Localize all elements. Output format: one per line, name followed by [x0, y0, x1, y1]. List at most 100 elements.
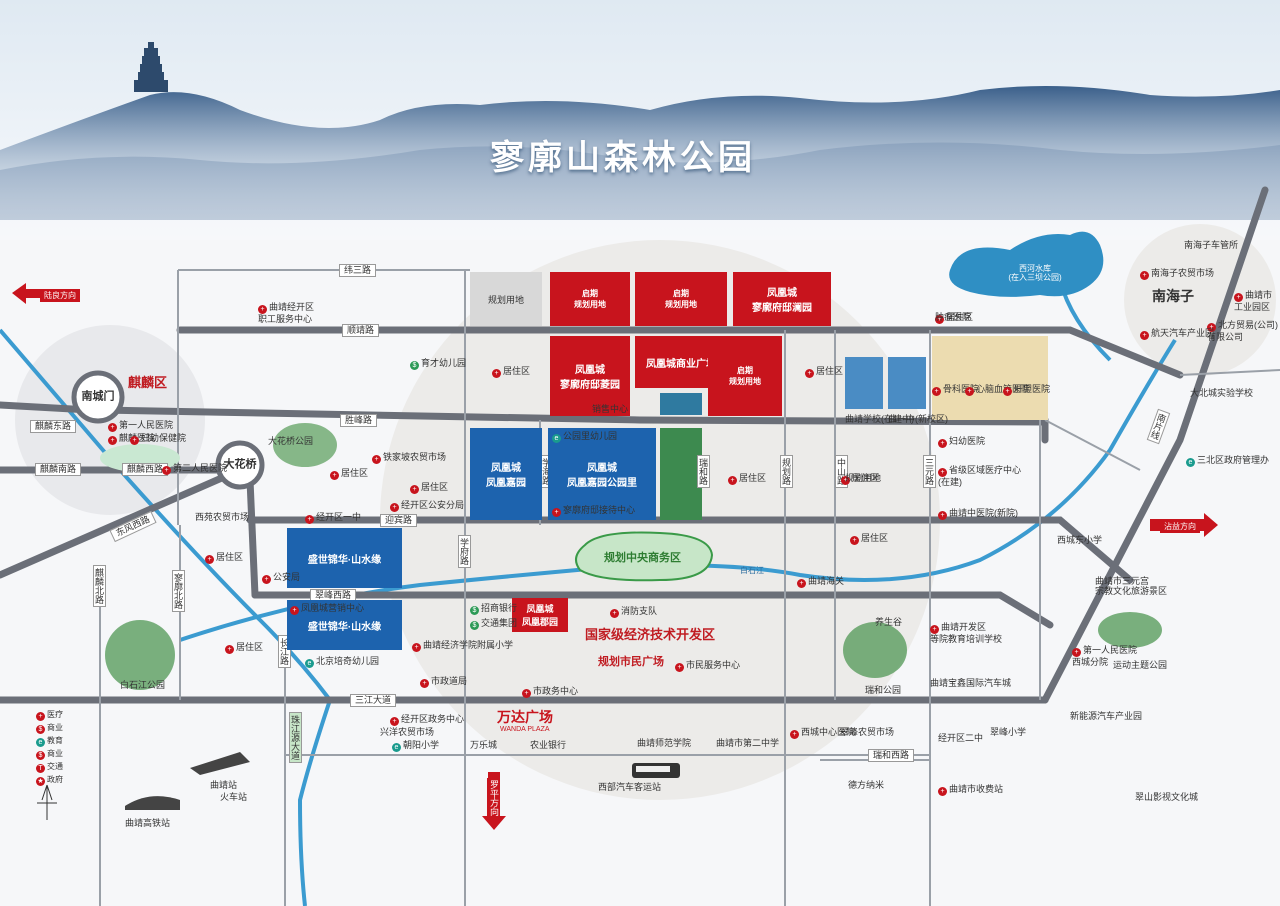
block-sssh-2[interactable]: 盛世锦华·山水缘	[287, 600, 402, 650]
place-label[interactable]: +曲靖开发区 等院教育培训学校	[930, 622, 1002, 644]
place-label[interactable]: +第二人民医院	[162, 463, 227, 475]
place-label[interactable]: +曲靖市工业园区	[1234, 290, 1280, 312]
place-label-text: 南海子车管所	[1184, 240, 1239, 250]
place-label[interactable]: 曲靖高铁站	[125, 818, 170, 828]
place-label[interactable]: +曲靖经开区 职工服务中心	[258, 302, 314, 324]
place-label[interactable]: +曲靖中医院(新院)	[938, 508, 1018, 520]
place-label[interactable]: 瑞和公园	[865, 685, 901, 695]
place-label[interactable]: +妇幼医院	[938, 436, 985, 448]
place-label[interactable]: +肝胆医院	[1003, 384, 1050, 396]
place-label[interactable]: +铁家坡农贸市场	[372, 452, 446, 464]
place-label[interactable]: +居住区	[728, 473, 766, 485]
poi-red-icon: +	[1140, 331, 1149, 340]
place-label[interactable]: +居住区	[410, 482, 448, 494]
place-label[interactable]: 肿瘤医院	[935, 312, 971, 322]
place-label[interactable]: +居住区	[935, 312, 973, 324]
place-label-text: 经开区公安分局	[401, 500, 465, 510]
place-label[interactable]: +第一人民医院	[108, 420, 173, 432]
place-label[interactable]: +居住区	[205, 552, 243, 564]
place-label[interactable]: +市民服务中心	[675, 660, 740, 672]
place-label[interactable]: 曲一中(新校区)	[888, 414, 948, 424]
block-fhc-lanyuan[interactable]: 凤凰城 寥廓府邸澜园	[733, 272, 831, 326]
place-label[interactable]: +公安局	[262, 572, 300, 584]
place-label[interactable]: +北方贸易(公司) 有限公司	[1207, 320, 1278, 342]
place-label[interactable]: +经开区公安分局	[390, 500, 464, 512]
place-label[interactable]: 西城东小学	[1057, 535, 1102, 545]
place-label[interactable]: 白石江公园	[120, 680, 165, 690]
block-qiqi-1[interactable]: 启期 规划用地	[550, 272, 630, 326]
place-label[interactable]: +寥廓府邸接待中心	[552, 505, 635, 517]
place-label[interactable]: +市政道局	[420, 676, 467, 688]
place-label[interactable]: +第一人民医院 西城分院	[1072, 645, 1137, 667]
place-label[interactable]: 西苑农贸市场	[195, 512, 249, 522]
place-label[interactable]: +凤凰城营销中心	[290, 603, 364, 615]
place-label[interactable]: 新能源汽车产业园	[1070, 711, 1142, 721]
place-label[interactable]: +曲靖海关	[797, 576, 844, 588]
block-fhc-jiayuan[interactable]: 凤凰城 凤凰嘉园	[470, 428, 542, 520]
place-label[interactable]: 火车站	[220, 792, 247, 802]
place-label[interactable]: +经开区政务中心	[390, 714, 464, 726]
place-label[interactable]: 南海子车管所	[1184, 240, 1238, 250]
place-label[interactable]: 规划用地	[845, 473, 881, 483]
block-fhc-lingyuan[interactable]: 凤凰城 寥廓府邸菱园	[550, 336, 630, 416]
place-label[interactable]: 农业银行	[530, 740, 566, 750]
place-label[interactable]: +居住区	[805, 366, 843, 378]
place-label[interactable]: 大花桥公园	[268, 436, 313, 446]
poi-red-icon: +	[162, 466, 171, 475]
place-label[interactable]: +省级区域医疗中心 (在建)	[938, 465, 1021, 487]
place-label-text: 规划用地	[845, 473, 882, 483]
place-label[interactable]: 曲靖市第二中学	[716, 738, 779, 748]
place-label[interactable]: 翠峰小学	[990, 727, 1026, 737]
place-label[interactable]: +南海子农贸市场	[1140, 268, 1214, 280]
place-label[interactable]: 曲靖市三元宫 宗教文化旅游景区	[1095, 576, 1167, 597]
block-fhc-junyuan[interactable]: 凤凰城 凤凰郡园	[512, 598, 568, 632]
place-label[interactable]: 养生谷	[875, 617, 902, 627]
place-label[interactable]: +骨科医院	[932, 384, 979, 396]
river-baishi	[179, 338, 1177, 642]
block-sssh-1[interactable]: 盛世锦华·山水缘	[287, 528, 402, 588]
place-label[interactable]: +西城中心医院	[790, 727, 855, 739]
place-label[interactable]: +居住区	[492, 366, 530, 378]
place-label[interactable]: +曲靖经济学院附属小学	[412, 640, 513, 652]
place-label[interactable]: 运动主题公园	[1113, 660, 1167, 670]
place-label[interactable]: $交通集团	[470, 618, 517, 630]
place-label[interactable]: 德方纳米	[848, 780, 884, 790]
dahuaqiao-node	[215, 440, 265, 490]
place-label[interactable]: 翠峰农贸市场	[840, 727, 894, 737]
place-label[interactable]: 销售中心	[592, 404, 628, 414]
place-label-text: 铁家坡农贸市场	[383, 452, 447, 462]
place-label-text: 曲靖经济学院附属小学	[423, 640, 514, 650]
block-qiqi-2[interactable]: 启期 规划用地	[635, 272, 727, 326]
block-guihua-land[interactable]: 规划用地	[470, 272, 542, 326]
block-qiqi-3[interactable]: 启期 规划用地	[708, 336, 782, 416]
place-label[interactable]: +市政务中心	[522, 686, 578, 698]
place-label[interactable]: 曲靖站	[210, 780, 237, 790]
place-label[interactable]: 西部汽车客运站	[598, 782, 661, 792]
block-fhc-gongyuanli[interactable]: 凤凰城 凤凰嘉园公园里	[548, 428, 656, 520]
place-label[interactable]: 兴洋农贸市场	[380, 727, 434, 737]
road-yingbin: 迎宾路	[380, 514, 418, 527]
place-label[interactable]: +经开区一中	[305, 512, 361, 524]
place-label[interactable]: +消防支队	[610, 606, 657, 618]
place-label[interactable]: +居住区	[225, 642, 263, 654]
place-label[interactable]: +居住区	[841, 473, 879, 485]
place-label[interactable]: 经开区二中	[938, 733, 983, 743]
place-label[interactable]: +曲靖市收费站	[938, 784, 1003, 796]
place-label[interactable]: +妇幼保健院	[130, 433, 186, 445]
place-label[interactable]: $招商银行	[470, 603, 517, 615]
place-label[interactable]: 曲靖学校(在建中)	[845, 414, 914, 424]
place-label[interactable]: +居住区	[330, 468, 368, 480]
place-label[interactable]: 大北城实验学校	[1190, 388, 1253, 398]
place-label[interactable]: 翠山影视文化城	[1135, 792, 1198, 802]
place-label[interactable]: 万乐城	[470, 740, 497, 750]
place-label[interactable]: 曲靖宝鑫国际汽车城	[930, 678, 1011, 688]
place-label[interactable]: +居住区	[850, 533, 888, 545]
place-label[interactable]: +航天汽车产业园	[1140, 328, 1214, 340]
place-label[interactable]: 曲靖师范学院	[637, 738, 691, 748]
place-label[interactable]: $育才幼儿园	[410, 358, 466, 370]
